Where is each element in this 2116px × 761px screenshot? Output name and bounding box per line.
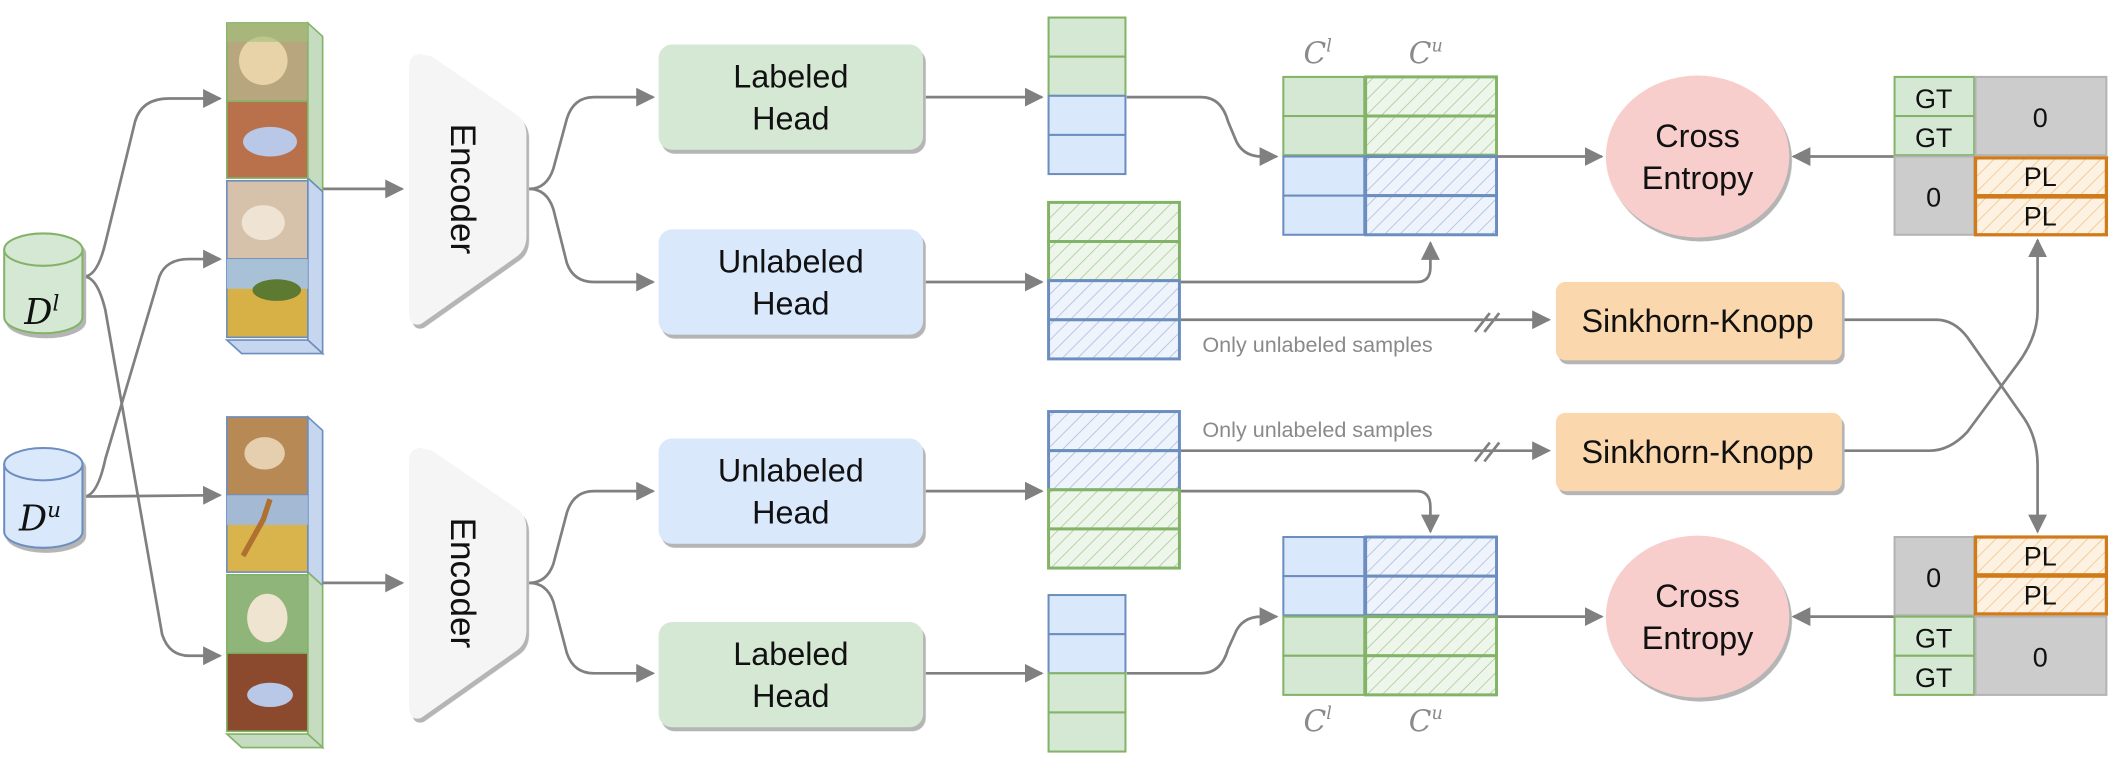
svg-text:0: 0 (1926, 563, 1941, 593)
unlabeled-logits-bottom (1047, 410, 1181, 570)
concat-logits-top (1282, 75, 1499, 237)
svg-text:GT: GT (1915, 123, 1952, 153)
encoder-bottom (408, 447, 527, 719)
encoder-top (408, 53, 527, 325)
cross-entropy-top: Cross Entropy (1605, 75, 1790, 238)
svg-text:Labeled: Labeled (733, 636, 848, 672)
svg-text:Head: Head (752, 678, 829, 714)
svg-text:GT: GT (1915, 663, 1952, 693)
cl-header-bottom: Cl (1304, 703, 1332, 738)
svg-text:Labeled: Labeled (733, 59, 848, 95)
svg-text:PL: PL (2024, 162, 2057, 192)
image-batch-top (224, 21, 325, 356)
dataset-unlabeled-label: Du (18, 498, 61, 539)
svg-text:GT: GT (1915, 84, 1952, 114)
labeled-logits-bottom (1047, 594, 1127, 753)
only-unlabeled-label-top: Only unlabeled samples (1202, 332, 1433, 357)
svg-text:0: 0 (2033, 103, 2048, 133)
encoder-bottom-label: Encoder (443, 518, 482, 649)
labeled-head-bottom: Labeled Head (658, 622, 924, 728)
svg-text:Head: Head (752, 101, 829, 137)
only-unlabeled-label-bottom: Only unlabeled samples (1202, 417, 1433, 442)
dataset-labeled-label: Dl (23, 291, 59, 332)
concat-logits-bottom (1282, 535, 1499, 697)
encoder-top-label: Encoder (443, 124, 482, 255)
unlabeled-head-bottom: Unlabeled Head (658, 438, 924, 544)
dataset-unlabeled (3, 446, 84, 549)
labeled-logits-top (1047, 16, 1127, 176)
svg-text:Cross: Cross (1655, 118, 1740, 154)
svg-text:0: 0 (1926, 182, 1941, 212)
cu-header-top: Cu (1409, 35, 1443, 70)
svg-text:Entropy: Entropy (1642, 160, 1754, 196)
cu-header-bottom: Cu (1409, 703, 1443, 738)
dataset-labeled (3, 232, 84, 335)
sinkhorn-knopp-top: Sinkhorn-Knopp (1555, 282, 1842, 361)
connectors (83, 87, 2048, 683)
targets-top: GT GT 0 0 PL PL (1893, 75, 2109, 237)
svg-text:Head: Head (752, 495, 829, 531)
svg-text:PL: PL (2024, 201, 2057, 231)
targets-bottom: 0 PL PL GT GT 0 (1893, 535, 2109, 696)
svg-text:PL: PL (2024, 541, 2057, 571)
svg-text:Sinkhorn-Knopp: Sinkhorn-Knopp (1581, 434, 1813, 470)
svg-text:Unlabeled: Unlabeled (718, 244, 864, 280)
cross-entropy-bottom: Cross Entropy (1605, 535, 1790, 698)
svg-text:Entropy: Entropy (1642, 620, 1754, 656)
svg-text:0: 0 (2033, 643, 2048, 673)
svg-text:Head: Head (752, 285, 829, 321)
unlabeled-head-top: Unlabeled Head (658, 229, 924, 335)
cl-header-top: Cl (1304, 35, 1332, 70)
svg-text:GT: GT (1915, 624, 1952, 654)
svg-text:Cross: Cross (1655, 578, 1740, 614)
image-batch-bottom (224, 415, 325, 750)
labeled-head-top: Labeled Head (658, 44, 924, 150)
svg-text:PL: PL (2024, 580, 2057, 610)
unlabeled-logits-top (1047, 200, 1181, 361)
sinkhorn-knopp-bottom: Sinkhorn-Knopp (1555, 412, 1842, 492)
svg-text:Unlabeled: Unlabeled (718, 453, 864, 489)
svg-text:Sinkhorn-Knopp: Sinkhorn-Knopp (1581, 303, 1813, 339)
